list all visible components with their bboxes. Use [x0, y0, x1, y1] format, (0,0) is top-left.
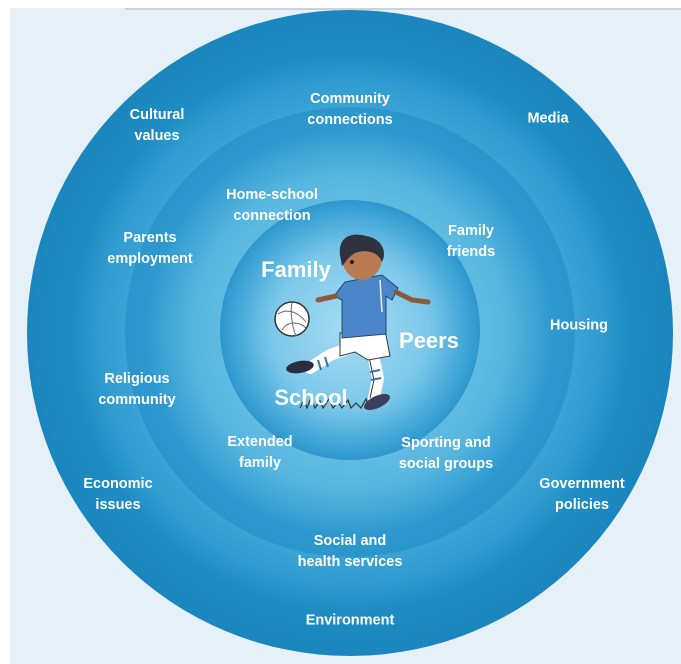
label-government-policies: Government policies: [539, 476, 625, 513]
label-social-health-services: Social and health services: [297, 533, 403, 570]
label-economic-issues: Economic issues: [83, 476, 153, 513]
label-extended-family: Extended family: [227, 434, 293, 471]
label-religious-community: Religious community: [98, 371, 176, 408]
label-family: Family: [261, 257, 331, 282]
label-sporting-social-groups: Sporting and social groups: [398, 435, 494, 472]
label-environment: Environment: [305, 612, 395, 629]
label-parents-employment: Parents employment: [107, 230, 193, 267]
top-divider: [125, 8, 681, 10]
label-housing: Housing: [550, 317, 608, 334]
label-school: School: [274, 385, 348, 410]
label-family-friends: Family friends: [446, 223, 496, 260]
label-media: Media: [527, 110, 569, 127]
label-cultural-values: Cultural values: [129, 107, 185, 144]
label-home-school-connection: Home-school connection: [226, 187, 318, 224]
child-kicking-ball-illustration: [274, 234, 431, 411]
label-peers: Peers: [399, 328, 459, 353]
label-community-connections: Community connections: [307, 91, 393, 128]
